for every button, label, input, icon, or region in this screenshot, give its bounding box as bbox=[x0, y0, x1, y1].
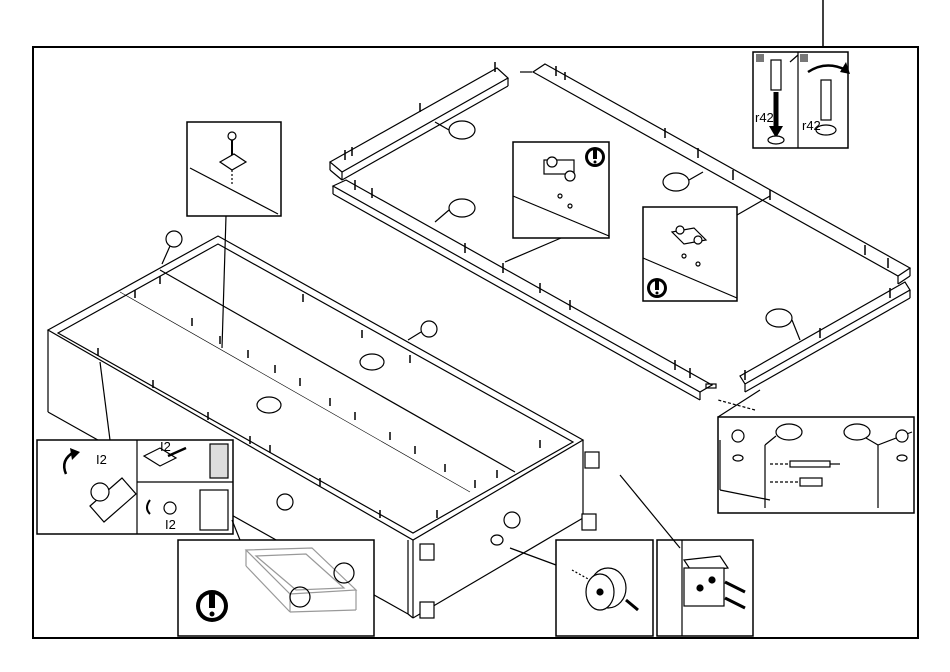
part-callout bbox=[766, 309, 792, 327]
inset-round-foot bbox=[510, 540, 653, 636]
part-callout bbox=[277, 494, 293, 510]
foot-label-left: r42 bbox=[755, 110, 774, 125]
part-callout bbox=[449, 121, 475, 139]
cam-label-main: I2 bbox=[96, 452, 107, 467]
warning-icon bbox=[647, 278, 667, 298]
inset-dowel-connection bbox=[718, 390, 914, 513]
foot-label-right: r42 bbox=[802, 118, 821, 133]
inset-leveling-feet bbox=[753, 52, 850, 148]
cam-label-top: I2 bbox=[160, 439, 171, 454]
cam-label-bottom: I2 bbox=[165, 517, 176, 532]
part-callout bbox=[663, 173, 689, 191]
warning-icon bbox=[585, 147, 605, 167]
part-callout bbox=[449, 199, 475, 217]
part-callout bbox=[504, 512, 520, 528]
part-callout bbox=[421, 321, 437, 337]
part-callout bbox=[166, 231, 182, 247]
warning-icon bbox=[196, 590, 228, 622]
